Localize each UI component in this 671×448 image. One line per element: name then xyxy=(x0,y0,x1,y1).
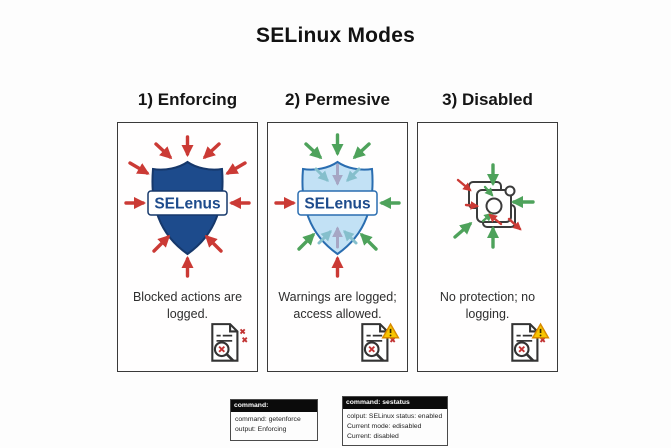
terminal-body: colput: SELinux status: enabled Current … xyxy=(343,409,447,445)
audit-log-warning-icon xyxy=(361,322,400,362)
small-arrows-red xyxy=(456,178,522,231)
enforcing-shield-graphic: SELenus xyxy=(124,135,251,278)
terminal-line: Current: disabled xyxy=(347,432,399,440)
terminal-line: command: getenforce xyxy=(235,415,301,423)
allowed-arrows-green xyxy=(297,133,401,251)
heading-disabled: 3) Disabled xyxy=(442,90,533,109)
warning-triangle-icon xyxy=(381,322,400,339)
panel-enforcing: SELenus Blocked actions are logged. xyxy=(117,122,258,372)
shield-icon: SELenus xyxy=(297,160,378,256)
shield-label: SELenus xyxy=(304,196,370,213)
warned-arrows-red xyxy=(274,196,344,278)
audit-log-warning-icon xyxy=(511,322,550,362)
caption-line: Warnings are logged; xyxy=(278,290,397,304)
broken-system-icon xyxy=(468,181,516,228)
terminal-sestatus: command: sestatus colput: SELinux status… xyxy=(342,396,448,446)
terminal-line: output: Enforcing xyxy=(235,425,287,433)
panel-caption: Warnings are logged; access allowed. xyxy=(268,289,407,323)
warning-triangle-icon xyxy=(531,322,550,339)
terminal-line: colput: SELinux status: enabled xyxy=(347,412,443,420)
terminal-line: Current mode: edisabled xyxy=(347,422,422,430)
incoming-arrows-green xyxy=(453,163,535,249)
caption-line: Blocked actions are xyxy=(132,290,243,304)
panel-caption: Blocked actions are logged. xyxy=(118,289,257,323)
panel-permissive: SELenus xyxy=(267,122,408,372)
audit-log-icon xyxy=(211,323,248,362)
shield-icon: SELenus xyxy=(147,160,228,256)
red-x-marks xyxy=(218,328,248,353)
disabled-unprotected-graphic xyxy=(453,163,535,249)
page-title: SELinux Modes xyxy=(256,24,415,47)
panel-disabled: No protection; no logging. xyxy=(417,122,558,372)
heading-enforcing: 1) Enforcing xyxy=(137,90,238,109)
panel-caption: No protection; no logging. xyxy=(418,289,557,323)
terminal-header: command: xyxy=(231,400,317,412)
caption-line: logging. xyxy=(465,307,510,321)
permissive-shield-graphic: SELenus xyxy=(274,133,401,278)
terminal-body: command: getenforce output: Enforcing xyxy=(231,412,317,438)
terminal-header: command: sestatus xyxy=(343,397,447,409)
pass-through-arrows-teal xyxy=(314,167,361,245)
heading-permissive: 2) Permesive xyxy=(285,90,390,109)
terminal-getenforce: command: command: getenforce output: Enf… xyxy=(230,399,318,441)
red-x-marks xyxy=(518,337,546,353)
caption-line: access allowed. xyxy=(293,307,382,321)
caption-line: No protection; no xyxy=(439,290,536,304)
blocked-arrows-red xyxy=(124,135,251,278)
shield-label: SELenus xyxy=(154,196,220,213)
caption-line: logged. xyxy=(166,307,208,321)
